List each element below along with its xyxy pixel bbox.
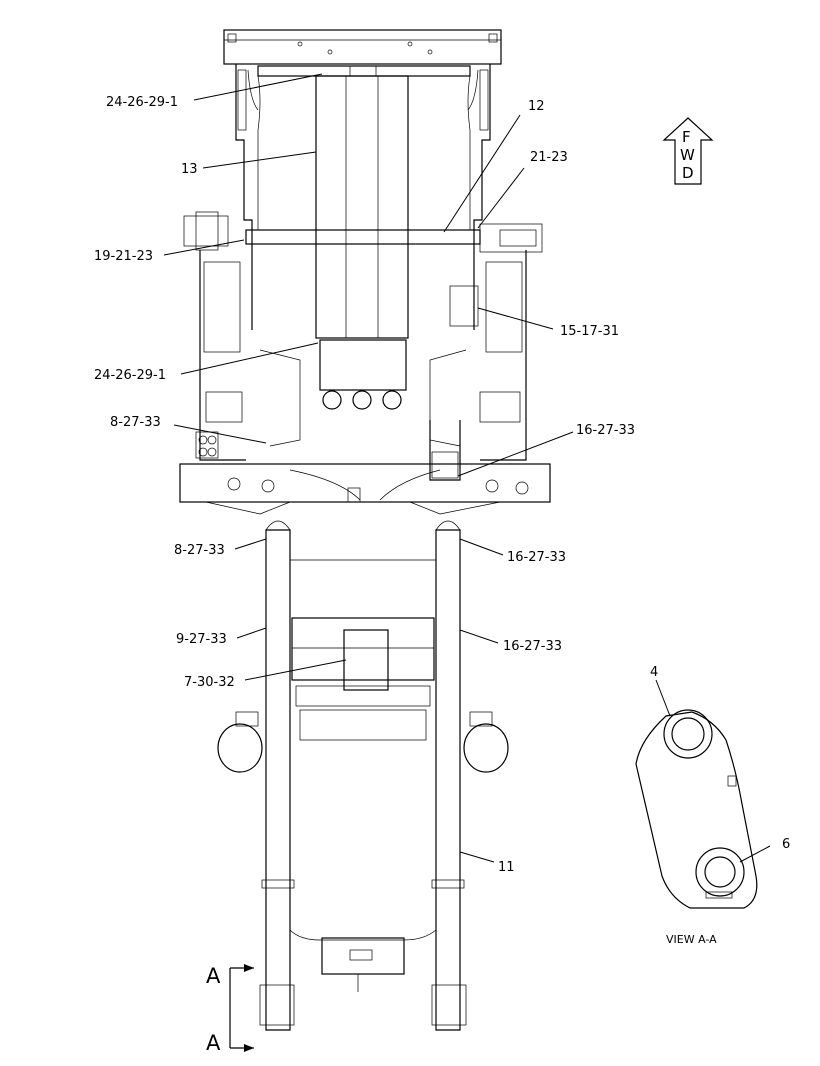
rear-cross-member — [321, 937, 405, 992]
callout-24-26-29-1-mid: 24-26-29-1 — [94, 368, 166, 383]
view-a-a-label: VIEW A-A — [666, 933, 717, 946]
rear-frame-rails — [259, 520, 467, 1031]
callout-9-27-33: 9-27-33 — [176, 632, 227, 647]
callout-24-26-29-1-top: 24-26-29-1 — [106, 95, 178, 110]
callout-16-27-33-mid: 16-27-33 — [507, 550, 566, 565]
cooling-panel — [257, 65, 471, 339]
section-marker: A A — [206, 964, 254, 1055]
callout-8-27-33-top: 8-27-33 — [110, 415, 161, 430]
transmission-area — [291, 617, 435, 741]
main-cross-member — [179, 463, 551, 515]
callout-19-21-23: 19-21-23 — [94, 249, 153, 264]
engine-area — [195, 250, 527, 481]
fwd-letter-w: W — [680, 146, 695, 164]
callout-12: 12 — [528, 99, 545, 114]
fwd-letter-d: D — [682, 164, 694, 182]
middle-cross-bar — [183, 211, 543, 253]
view-a-a-detail: 4 6 VIEW A-A — [635, 665, 790, 946]
callout-15-17-31: 15-17-31 — [560, 324, 619, 339]
callout-13: 13 — [181, 162, 198, 177]
callout-6: 6 — [782, 837, 790, 852]
callout-16-27-33-top: 16-27-33 — [576, 423, 635, 438]
forward-arrow-icon: F W D — [662, 117, 714, 185]
callouts: 24-26-29-1 13 12 21-23 19-21-23 15-17-31… — [94, 95, 635, 875]
section-label-bottom: A — [206, 1031, 221, 1055]
section-label-top: A — [206, 964, 221, 988]
callout-21-23: 21-23 — [530, 150, 568, 165]
callout-4: 4 — [650, 665, 658, 680]
front-cross-member — [223, 29, 502, 65]
leader-lines — [163, 73, 574, 863]
side-tanks — [217, 711, 509, 773]
callout-11: 11 — [498, 860, 515, 875]
fwd-letter-f: F — [682, 128, 691, 146]
callout-16-27-33-low: 16-27-33 — [503, 639, 562, 654]
upper-side-rails — [235, 64, 491, 330]
callout-8-27-33-mid: 8-27-33 — [174, 543, 225, 558]
callout-7-30-32: 7-30-32 — [184, 675, 235, 690]
